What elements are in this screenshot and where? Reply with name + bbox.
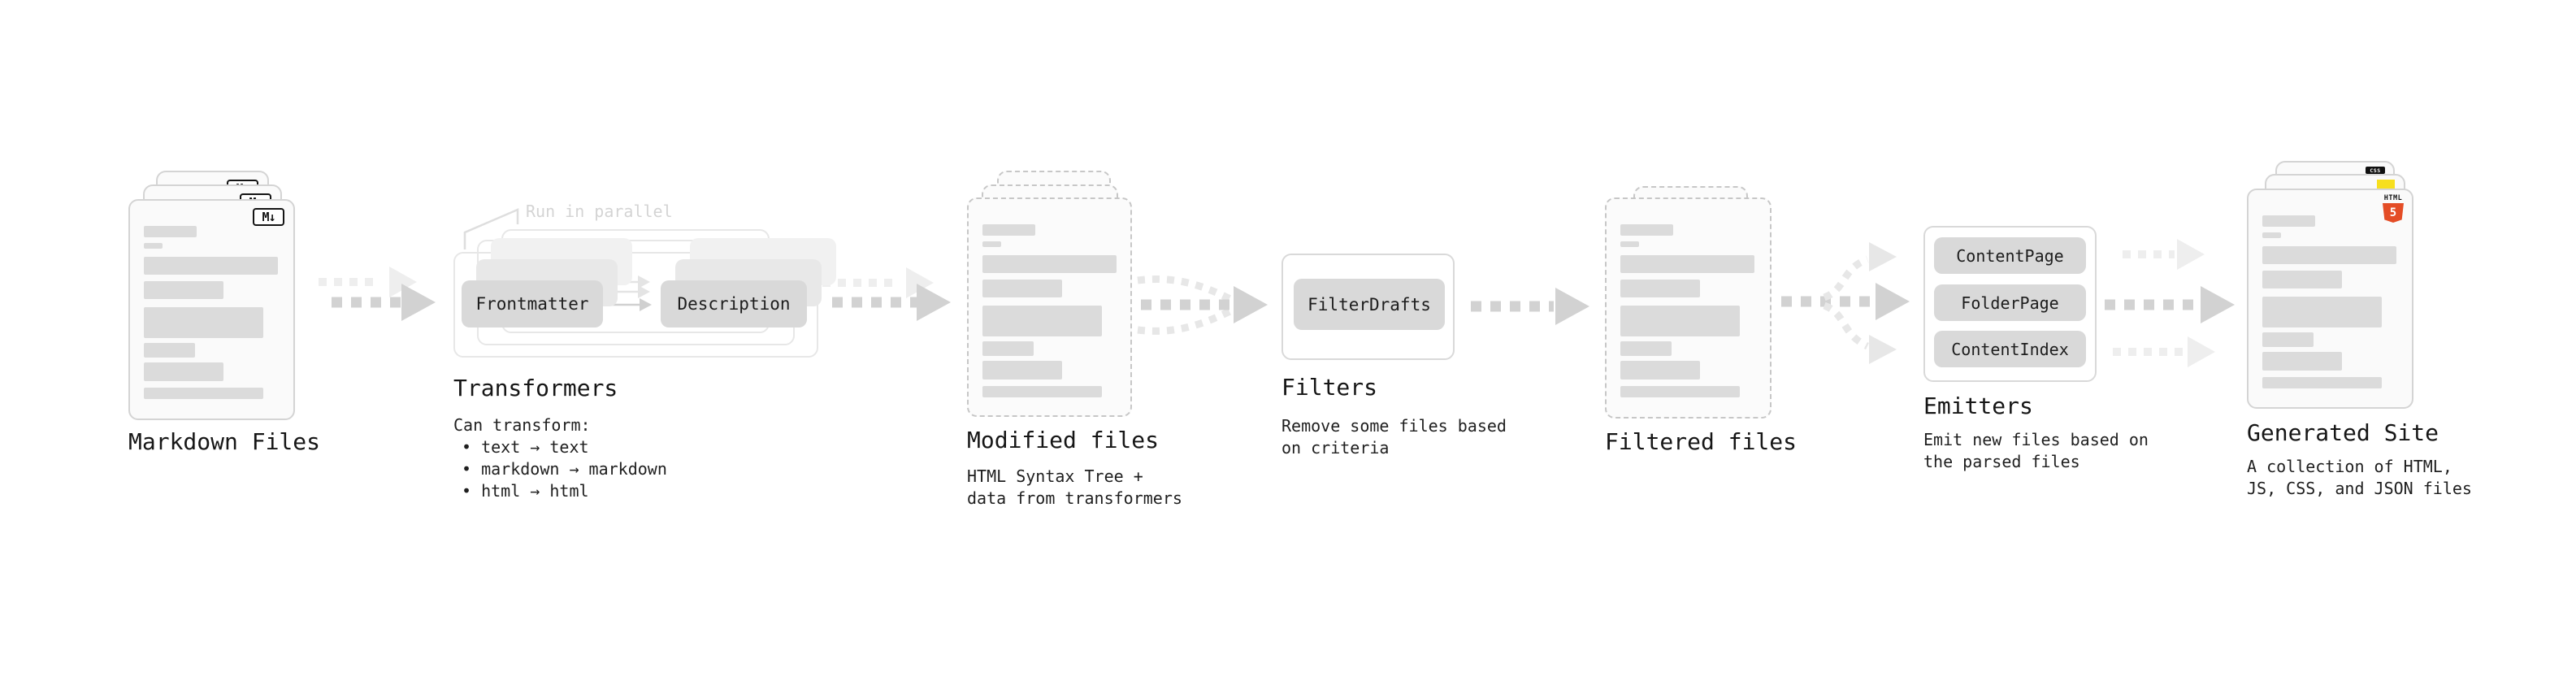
doc-line xyxy=(144,388,263,399)
doc-line xyxy=(1620,255,1754,273)
doc-line xyxy=(2262,297,2382,327)
emitters-caption: Emit new files based on the parsed files xyxy=(1923,429,2149,473)
caption-line: data from transformers xyxy=(967,488,1182,508)
doc-line xyxy=(144,257,278,275)
doc-line xyxy=(1620,386,1740,397)
doc-line xyxy=(982,386,1102,397)
arrow-filtered-to-emitters-split xyxy=(1781,242,1910,364)
modified-files-caption: HTML Syntax Tree + data from transformer… xyxy=(967,466,1182,510)
filters-caption: Remove some files based on criteria xyxy=(1281,415,1507,459)
folderpage-pill: FolderPage xyxy=(1934,284,2086,321)
arrow-modified-to-filters-merge xyxy=(1137,275,1268,335)
doc-line xyxy=(2262,377,2382,388)
transformers-caption: Can transform: • text → text • markdown … xyxy=(453,414,667,502)
contentpage-pill: ContentPage xyxy=(1934,237,2086,274)
arrow-markdown-to-transformers xyxy=(319,267,436,321)
caption-line: the parsed files xyxy=(1923,452,2080,471)
doc-line xyxy=(144,281,223,299)
caption-line: JS, CSS, and JSON files xyxy=(2247,479,2472,498)
doc-line xyxy=(982,361,1062,380)
doc-line xyxy=(1620,224,1673,236)
doc-line xyxy=(982,241,1001,247)
doc-line xyxy=(144,226,197,237)
html5-icon: HTML 5 xyxy=(2382,195,2405,223)
doc-line xyxy=(1620,341,1672,356)
doc-line xyxy=(2262,246,2396,264)
transform-bullet-list: • text → text • markdown → markdown • ht… xyxy=(453,436,667,502)
filterdrafts-pill: FilterDrafts xyxy=(1294,279,1445,330)
generated-html-file-card: HTML 5 xyxy=(2247,189,2413,409)
modified-files-title: Modified files xyxy=(967,427,1160,453)
bullet-item: • html → html xyxy=(462,481,589,501)
doc-line xyxy=(2262,215,2315,227)
doc-line xyxy=(2262,352,2342,371)
frontmatter-pill: Frontmatter xyxy=(462,280,603,327)
doc-line xyxy=(1620,361,1700,380)
arrow-transformers-to-modified xyxy=(822,267,951,321)
markdown-icon: M↓ xyxy=(253,208,284,226)
doc-line xyxy=(982,306,1102,336)
modified-file-card-front xyxy=(967,197,1132,417)
doc-line xyxy=(1620,280,1700,297)
caption-line: Can transform: xyxy=(453,415,591,435)
caption-line: HTML Syntax Tree + xyxy=(967,466,1143,486)
generated-site-title: Generated Site xyxy=(2247,419,2439,446)
arrows-emitters-to-generated xyxy=(2105,239,2235,367)
transformers-title: Transformers xyxy=(453,375,618,401)
contentindex-pill: ContentIndex xyxy=(1934,331,2086,367)
markdown-file-card-front: M↓ xyxy=(128,199,295,420)
caption-line: Remove some files based xyxy=(1281,416,1507,436)
bullet-item: • markdown → markdown xyxy=(462,459,667,479)
doc-line xyxy=(982,341,1034,356)
caption-line: Emit new files based on xyxy=(1923,430,2149,449)
doc-line xyxy=(2262,232,2281,238)
doc-line xyxy=(982,280,1062,297)
description-pill: Description xyxy=(661,280,807,327)
filtered-file-card-front xyxy=(1605,197,1772,419)
doc-line xyxy=(144,343,195,358)
markdown-files-title: Markdown Files xyxy=(128,428,321,455)
arrow-filters-to-filtered xyxy=(1471,288,1589,325)
doc-line xyxy=(1620,306,1740,336)
bullet-item: • text → text xyxy=(462,437,589,457)
filtered-files-title: Filtered files xyxy=(1605,428,1798,455)
caption-line: A collection of HTML, xyxy=(2247,457,2452,476)
doc-line xyxy=(2262,332,2314,347)
run-in-parallel-note: Run in parallel xyxy=(526,202,673,221)
js-icon xyxy=(2377,180,2395,190)
generated-site-caption: A collection of HTML, JS, CSS, and JSON … xyxy=(2247,456,2472,500)
doc-line xyxy=(144,362,223,381)
doc-line xyxy=(982,224,1035,236)
doc-line xyxy=(144,243,163,249)
emitters-title: Emitters xyxy=(1923,393,2033,419)
doc-line xyxy=(2262,271,2342,288)
filters-title: Filters xyxy=(1281,374,1378,401)
doc-line xyxy=(1620,241,1639,247)
doc-line xyxy=(144,307,263,338)
caption-line: on criteria xyxy=(1281,438,1390,458)
doc-line xyxy=(982,255,1117,273)
